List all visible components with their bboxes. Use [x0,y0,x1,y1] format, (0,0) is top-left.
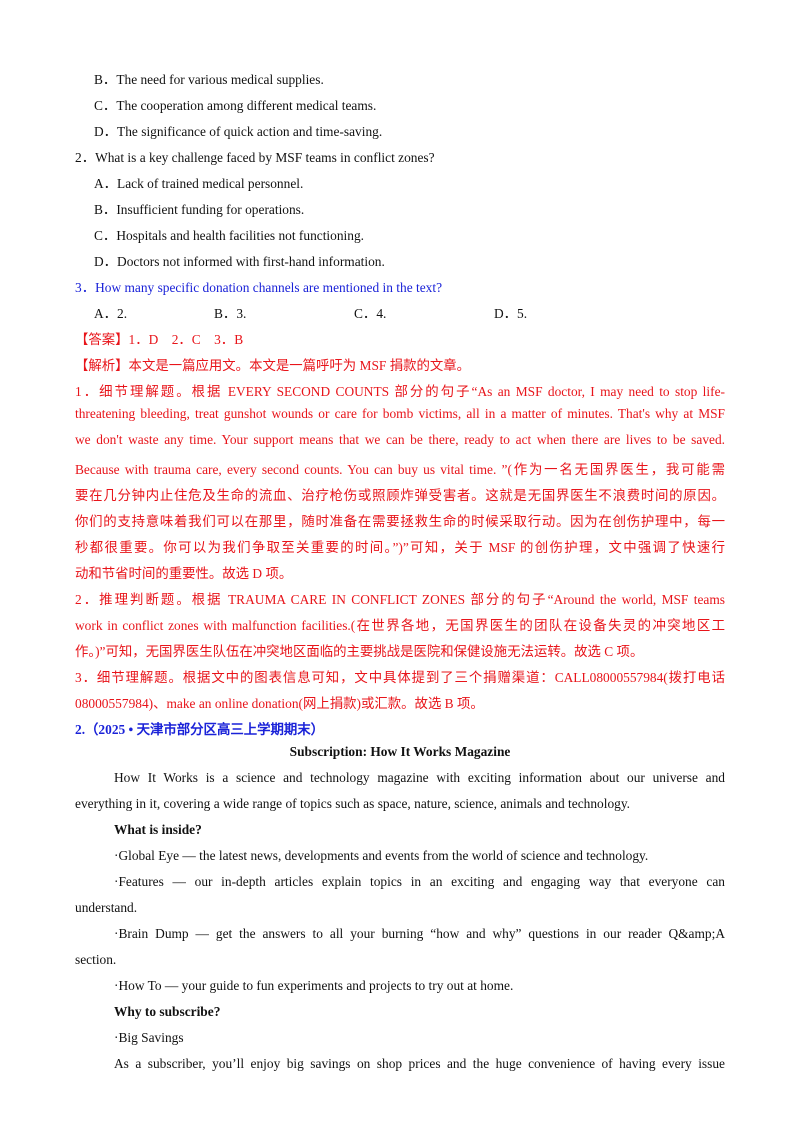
explanation-line: we don't waste any time. Your support me… [75,432,725,447]
explanation-line: 1．细节理解题。根据 EVERY SECOND COUNTS 部分的句子“As … [75,384,725,399]
q2-stem: 2．What is a key challenge faced by MSF t… [75,150,435,165]
inside-item: ·Features — our in-depth articles explai… [114,874,725,889]
q2-option-a: A．Lack of trained medical personnel. [94,176,304,191]
savings-text: As a subscriber, you’ll enjoy big saving… [114,1056,725,1071]
section-heading: 2.（2025 • 天津市部分区高三上学期期末） [75,722,325,737]
answer-line: 【答案】1．D 2．C 3．B [75,332,244,347]
q3-option-a: A．2. [94,306,128,321]
q3-option-c: C．4. [354,306,387,321]
inside-item: ·Brain Dump — get the answers to all you… [114,926,725,941]
inside-item: understand. [75,900,138,915]
q2-option-c: C．Hospitals and health facilities not fu… [94,228,364,243]
q1-option-d: D．The significance of quick action and t… [94,124,383,139]
inside-item: section. [75,952,117,967]
explanation-line: 你们的支持意味着我们可以在那里，随时准备在需要拯救生命的时候采取行动。因为在创伤… [75,514,725,529]
explanation-line: 作。)”可知，无国界医生队伍在冲突地区面临的主要挑战是医院和保健设施无法运转。故… [75,644,644,659]
q1-option-b: B．The need for various medical supplies. [94,72,324,87]
q1-option-c: C．The cooperation among different medica… [94,98,377,113]
inside-item: ·Global Eye — the latest news, developme… [114,848,649,863]
article-paragraph: everything in it, covering a wide range … [75,796,631,811]
q3-stem: 3．How many specific donation channels ar… [75,280,443,295]
inside-item: ·How To — your guide to fun experiments … [114,978,514,993]
q2-option-b: B．Insufficient funding for operations. [94,202,305,217]
analysis-line: 【解析】本文是一篇应用文。本文是一篇呼吁为 MSF 捐款的文章。 [75,358,471,373]
explanation-line: 要在几分钟内止住危及生命的流血、治疗枪伤或照顾炸弹受害者。这就是无国界医生不浪费… [75,488,725,503]
explanation-line: 3．细节理解题。根据文中的图表信息可知，文中具体提到了三个捐赠渠道：CALL08… [75,670,725,685]
explanation-line: work in conflict zones with malfunction … [75,618,725,633]
article-title: Subscription: How It Works Magazine [289,744,511,759]
explanation-line: 08000557984)、make an online donation(网上捐… [75,696,484,711]
explanation-line: 2．推理判断题。根据 TRAUMA CARE IN CONFLICT ZONES… [75,592,725,607]
q3-option-d: D．5. [494,306,528,321]
explanation-line: 动和节省时间的重要性。故选 D 项。 [75,566,293,581]
explanation-line: Because with trauma care, every second c… [75,462,725,477]
q3-option-b: B．3. [214,306,247,321]
explanation-line: threatening bleeding, treat gunshot woun… [75,406,725,421]
inside-heading: What is inside? [114,822,202,837]
article-paragraph: How It Works is a science and technology… [114,770,725,785]
explanation-line: 秒都很重要。你可以为我们争取至关重要的时间。”)”可知，关于 MSF 的创伤护理… [75,540,725,555]
savings-heading: ·Big Savings [114,1030,184,1045]
q2-option-d: D．Doctors not informed with first-hand i… [94,254,385,269]
why-heading: Why to subscribe? [114,1004,221,1019]
